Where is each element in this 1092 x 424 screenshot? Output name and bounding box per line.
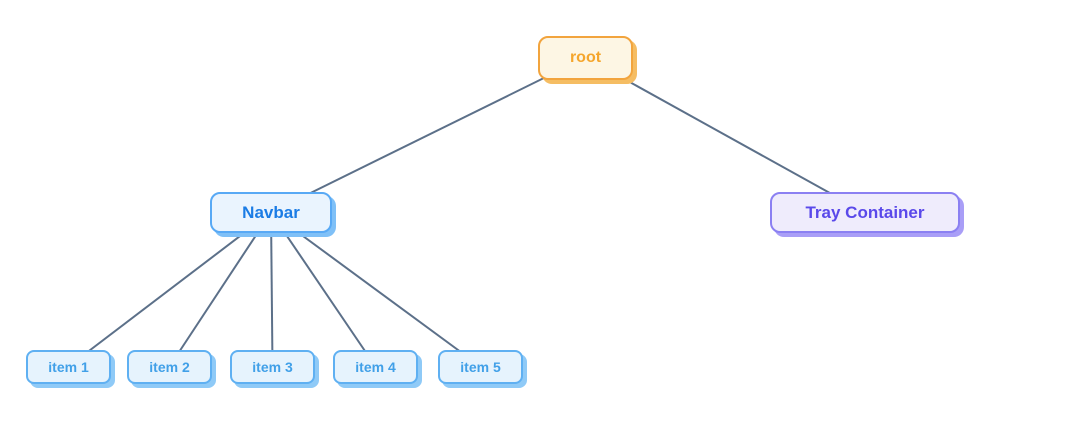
tree-edge-navbar-item2 [168,211,272,368]
tree-edge-navbar-item1 [67,211,272,368]
tree-edge-navbar-item4 [270,211,377,368]
tree-node-item-3[interactable]: item 3 [230,350,315,384]
tree-node-root-label: root [569,49,602,66]
tree-edge-root-navbar [270,56,586,214]
tree-node-item-1-label: item 1 [48,359,89,375]
tree-node-item-2[interactable]: item 2 [127,350,212,384]
tree-node-item-3-label: item 3 [252,359,293,375]
tree-node-navbar-label: Navbar [242,202,300,222]
tree-node-root[interactable]: root [538,36,633,80]
tree-node-tray-container[interactable]: Tray Container [770,192,960,233]
tree-node-navbar[interactable]: Navbar [210,192,332,233]
tree-edge-root-tray [585,56,866,214]
tree-node-item-4[interactable]: item 4 [333,350,418,384]
tree-edge-navbar-item3 [270,212,274,367]
tree-edge-navbar-item5 [270,211,482,368]
tree-node-item-5-label: item 5 [460,359,501,375]
tree-node-item-4-label: item 4 [355,359,396,375]
tree-node-item-1[interactable]: item 1 [26,350,111,384]
tree-node-tray-container-label: Tray Container [805,202,925,222]
tree-node-item-2-label: item 2 [149,359,190,375]
tree-node-item-5[interactable]: item 5 [438,350,523,384]
